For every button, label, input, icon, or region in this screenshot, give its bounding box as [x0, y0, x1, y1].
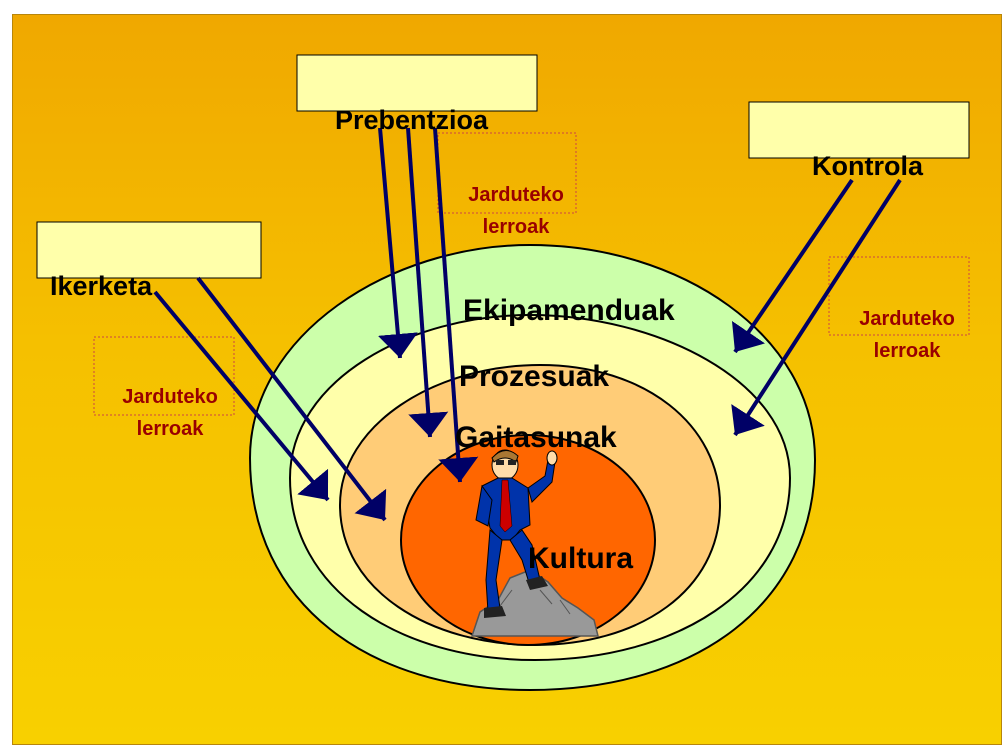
kontrola-box: [749, 102, 969, 158]
jarduteko-right-line2: lerroak: [874, 340, 942, 362]
label-prozesuak: Prozesuak: [459, 360, 609, 393]
ikerketa-box: [37, 222, 261, 278]
prebentzioa-box: [297, 55, 537, 111]
label-ekipamenduak: Ekipamenduak: [463, 294, 675, 327]
label-kontrola: Kontrola: [812, 151, 924, 181]
jarduteko-top-line2: lerroak: [483, 216, 551, 238]
jarduteko-top-line1: Jarduteko: [468, 184, 564, 206]
label-prebentzioa: Prebentzioa: [335, 105, 489, 135]
label-ikerketa: Ikerketa: [50, 271, 153, 301]
jarduteko-left-line2: lerroak: [137, 418, 205, 440]
label-gaitasunak: Gaitasunak: [455, 421, 617, 454]
jarduteko-right-line1: Jarduteko: [859, 308, 955, 330]
jarduteko-left-line1: Jarduteko: [122, 386, 218, 408]
label-kultura: Kultura: [528, 542, 633, 575]
arrow-kontrola-1: [735, 180, 852, 352]
